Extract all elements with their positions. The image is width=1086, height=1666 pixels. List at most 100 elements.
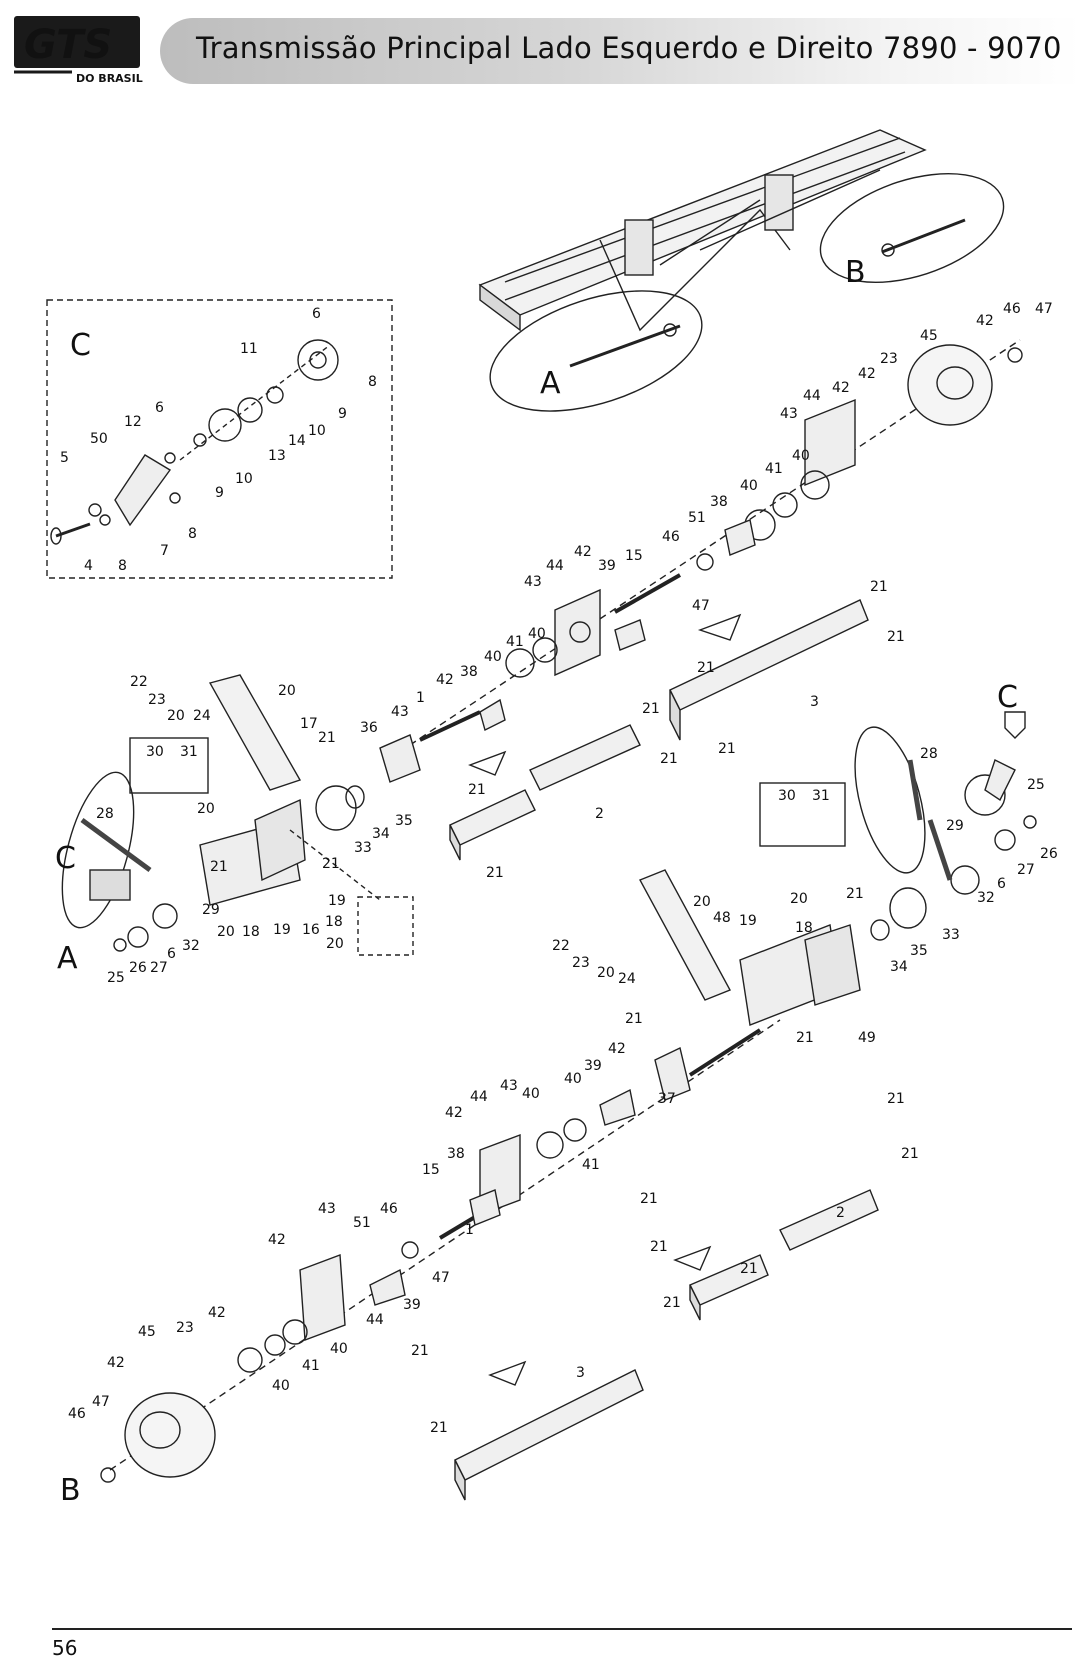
right-drive-assembly: [639, 711, 1037, 1026]
title-band: [160, 18, 1080, 84]
part-label: 47: [432, 1270, 450, 1286]
part-label: 44: [470, 1089, 488, 1105]
gts-logo: GTS DO BRASIL: [14, 16, 144, 86]
part-label: 21: [660, 751, 678, 767]
part-label: 8: [368, 374, 377, 390]
angle-bars-lower: [454, 1189, 879, 1501]
part-label: 21: [650, 1239, 668, 1255]
detail-letter-a: A: [540, 366, 561, 401]
part-label: 34: [372, 826, 390, 842]
part-label: 7: [160, 543, 169, 559]
part-label: 44: [546, 558, 564, 574]
part-label: 39: [584, 1058, 602, 1074]
part-label: 39: [403, 1297, 421, 1313]
part-label: 6: [312, 306, 321, 322]
part-label: 41: [582, 1157, 600, 1173]
part-label: 18: [242, 924, 260, 940]
part-label: 39: [598, 558, 616, 574]
part-label: 20: [326, 936, 344, 952]
part-label: 21: [210, 859, 228, 875]
part-label: 23: [176, 1320, 194, 1336]
part-label: 49: [858, 1030, 876, 1046]
part-label: 27: [150, 960, 168, 976]
part-label: 34: [890, 959, 908, 975]
part-label: 41: [765, 461, 783, 477]
detail-letter-c-right: C: [997, 680, 1018, 715]
part-label: 47: [692, 598, 710, 614]
part-label: 50: [90, 431, 108, 447]
part-label: 30: [146, 744, 164, 760]
logo-subtext: DO BRASIL: [76, 72, 143, 85]
part-label: 42: [608, 1041, 626, 1057]
part-label: 21: [322, 856, 340, 872]
part-label: 40: [330, 1341, 348, 1357]
part-label: 9: [215, 485, 224, 501]
part-label: 38: [710, 494, 728, 510]
part-label: 22: [130, 674, 148, 690]
part-label: 48: [713, 910, 731, 926]
part-label: 20: [217, 924, 235, 940]
part-label: 20: [597, 965, 615, 981]
part-label: 42: [436, 672, 454, 688]
part-label: 36: [360, 720, 378, 736]
part-label: 47: [1035, 301, 1053, 317]
part-label: 2: [595, 806, 604, 822]
part-label: 28: [96, 806, 114, 822]
part-label: 35: [395, 813, 413, 829]
part-label: 6: [997, 876, 1006, 892]
part-label: 42: [445, 1105, 463, 1121]
part-label: 5: [60, 450, 69, 466]
part-label: 42: [208, 1305, 226, 1321]
part-label: 42: [858, 366, 876, 382]
lower-shaft-assembly: [100, 1019, 781, 1483]
part-label: 26: [129, 960, 147, 976]
part-label: 1: [465, 1222, 474, 1238]
part-label: 42: [832, 380, 850, 396]
part-label: 32: [977, 890, 995, 906]
part-label: 40: [522, 1086, 540, 1102]
part-label: 20: [167, 708, 185, 724]
part-label: 20: [197, 801, 215, 817]
part-label: 21: [318, 730, 336, 746]
part-label: 19: [328, 893, 346, 909]
part-label: 3: [810, 694, 819, 710]
part-label: 6: [155, 400, 164, 416]
logo-text: GTS: [24, 22, 112, 68]
detail-letter-c-top: C: [70, 328, 91, 363]
part-label: 42: [107, 1355, 125, 1371]
part-label: 44: [366, 1312, 384, 1328]
part-label: 23: [880, 351, 898, 367]
part-label: 42: [976, 313, 994, 329]
part-label: 15: [422, 1162, 440, 1178]
part-label: 26: [1040, 846, 1058, 862]
part-label: 43: [318, 1201, 336, 1217]
part-label: 4: [84, 558, 93, 574]
part-label: 42: [574, 544, 592, 560]
part-label: 40: [272, 1378, 290, 1394]
page-number: 56: [52, 1636, 78, 1660]
part-label: 21: [846, 886, 864, 902]
part-label: 21: [640, 1191, 658, 1207]
part-label: 38: [460, 664, 478, 680]
part-label: 40: [740, 478, 758, 494]
page-title: Transmissão Principal Lado Esquerdo e Di…: [196, 31, 1062, 65]
part-label: 13: [268, 448, 286, 464]
part-label: 32: [182, 938, 200, 954]
detail-a-bubble: [489, 290, 703, 412]
part-label: 18: [795, 920, 813, 936]
part-label: 20: [790, 891, 808, 907]
part-label: 14: [288, 433, 306, 449]
detail-letter-a-left: A: [57, 941, 78, 976]
part-label: 33: [942, 927, 960, 943]
part-label: 21: [697, 660, 715, 676]
part-label: 45: [920, 328, 938, 344]
part-label: 3: [576, 1365, 585, 1381]
part-label: 9: [338, 406, 347, 422]
part-label: 22: [552, 938, 570, 954]
part-label: 33: [354, 840, 372, 856]
part-label: 35: [910, 943, 928, 959]
part-label: 11: [240, 341, 258, 357]
part-label: 29: [202, 902, 220, 918]
part-label: 43: [524, 574, 542, 590]
part-label: 30: [778, 788, 796, 804]
